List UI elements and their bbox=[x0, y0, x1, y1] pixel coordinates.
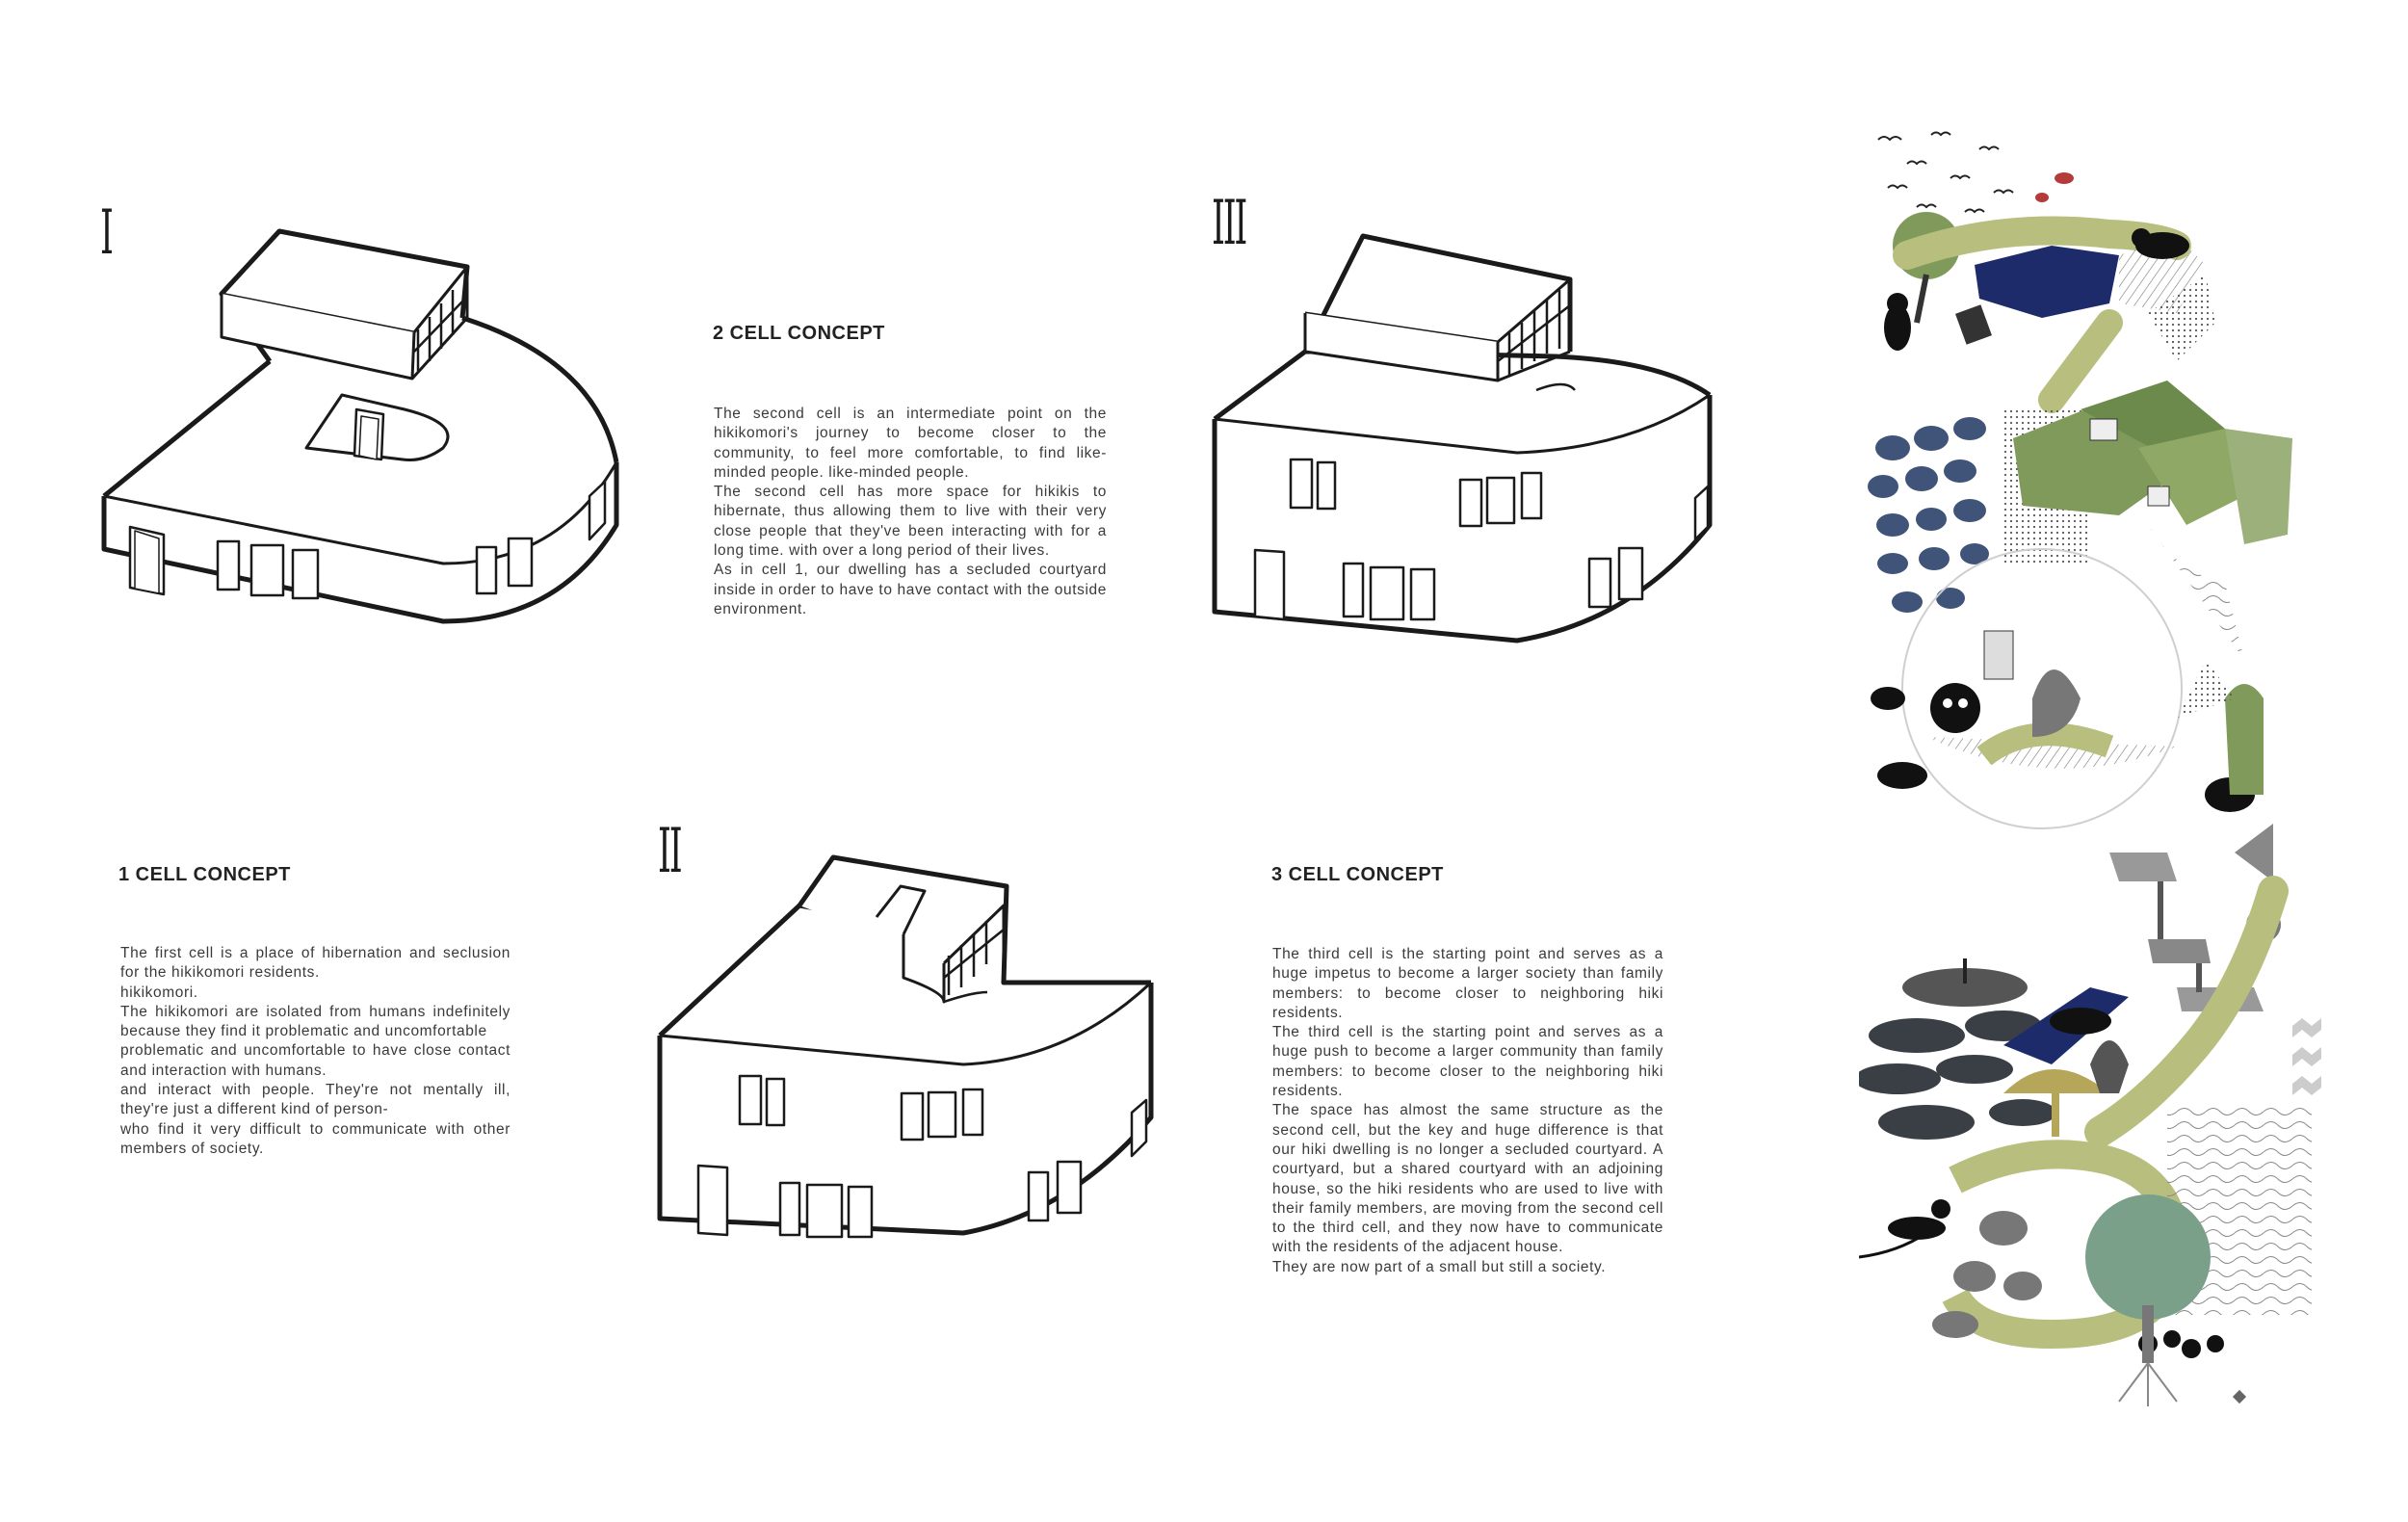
cell-1-paragraph: hikikomori. bbox=[120, 984, 198, 1001]
building-cell-2-drawing bbox=[657, 854, 1154, 1239]
cell-3-paragraph: The space has almost the same structure … bbox=[1272, 1102, 1663, 1256]
cell-3-paragraph: The third cell is the starting point and… bbox=[1272, 1024, 1663, 1100]
cell-2-paragraph: As in cell 1, our dwelling has a seclude… bbox=[714, 562, 1107, 617]
cell-1-heading: 1 CELL CONCEPT bbox=[118, 864, 291, 885]
building-cell-1-drawing bbox=[101, 228, 619, 624]
cell-2-paragraph: The second cell has more space for hikik… bbox=[714, 484, 1107, 560]
cell-3-paragraph: They are now part of a small but still a… bbox=[1272, 1258, 1607, 1275]
cell-1-paragraph: problematic and uncomfortable to have cl… bbox=[120, 1042, 510, 1079]
rock-icon bbox=[1932, 1211, 2042, 1338]
numeral-cell-3: III bbox=[1212, 188, 1247, 259]
cell-1-paragraph: who find it very difficult to communicat… bbox=[120, 1120, 510, 1157]
cell-2-description: The second cell is an intermediate point… bbox=[714, 405, 1107, 619]
cell-2-paragraph: The second cell is an intermediate point… bbox=[714, 406, 1107, 481]
cell-3-paragraph: The third cell is the starting point and… bbox=[1272, 946, 1663, 1021]
fish-icon bbox=[2035, 172, 2074, 202]
journey-collage-illustration bbox=[1859, 131, 2321, 1406]
numeral-cell-2: II bbox=[658, 816, 683, 887]
cell-1-paragraph: and interact with people. They're not me… bbox=[120, 1082, 510, 1118]
cell-3-heading: 3 CELL CONCEPT bbox=[1271, 864, 1444, 885]
cell-3-description: The third cell is the starting point and… bbox=[1272, 945, 1663, 1277]
black-cat-icon bbox=[1871, 683, 2255, 812]
cell-1-description: The first cell is a place of hibernation… bbox=[120, 944, 510, 1159]
rock-icon bbox=[1868, 417, 1989, 613]
mushroom-icon bbox=[2003, 1069, 2109, 1093]
black-cat-icon bbox=[1884, 228, 2189, 351]
cell-2-heading: 2 CELL CONCEPT bbox=[713, 323, 885, 344]
bird-icon bbox=[1877, 131, 2014, 214]
black-cat-icon bbox=[2050, 1008, 2111, 1035]
building-cell-3-drawing bbox=[1212, 233, 1713, 643]
numeral-cell-1: I bbox=[100, 197, 114, 269]
cell-1-paragraph: The hikikomori are isolated from humans … bbox=[120, 1003, 510, 1040]
tree-icon bbox=[2085, 1194, 2211, 1320]
cell-1-paragraph: The first cell is a place of hibernation… bbox=[120, 945, 510, 982]
